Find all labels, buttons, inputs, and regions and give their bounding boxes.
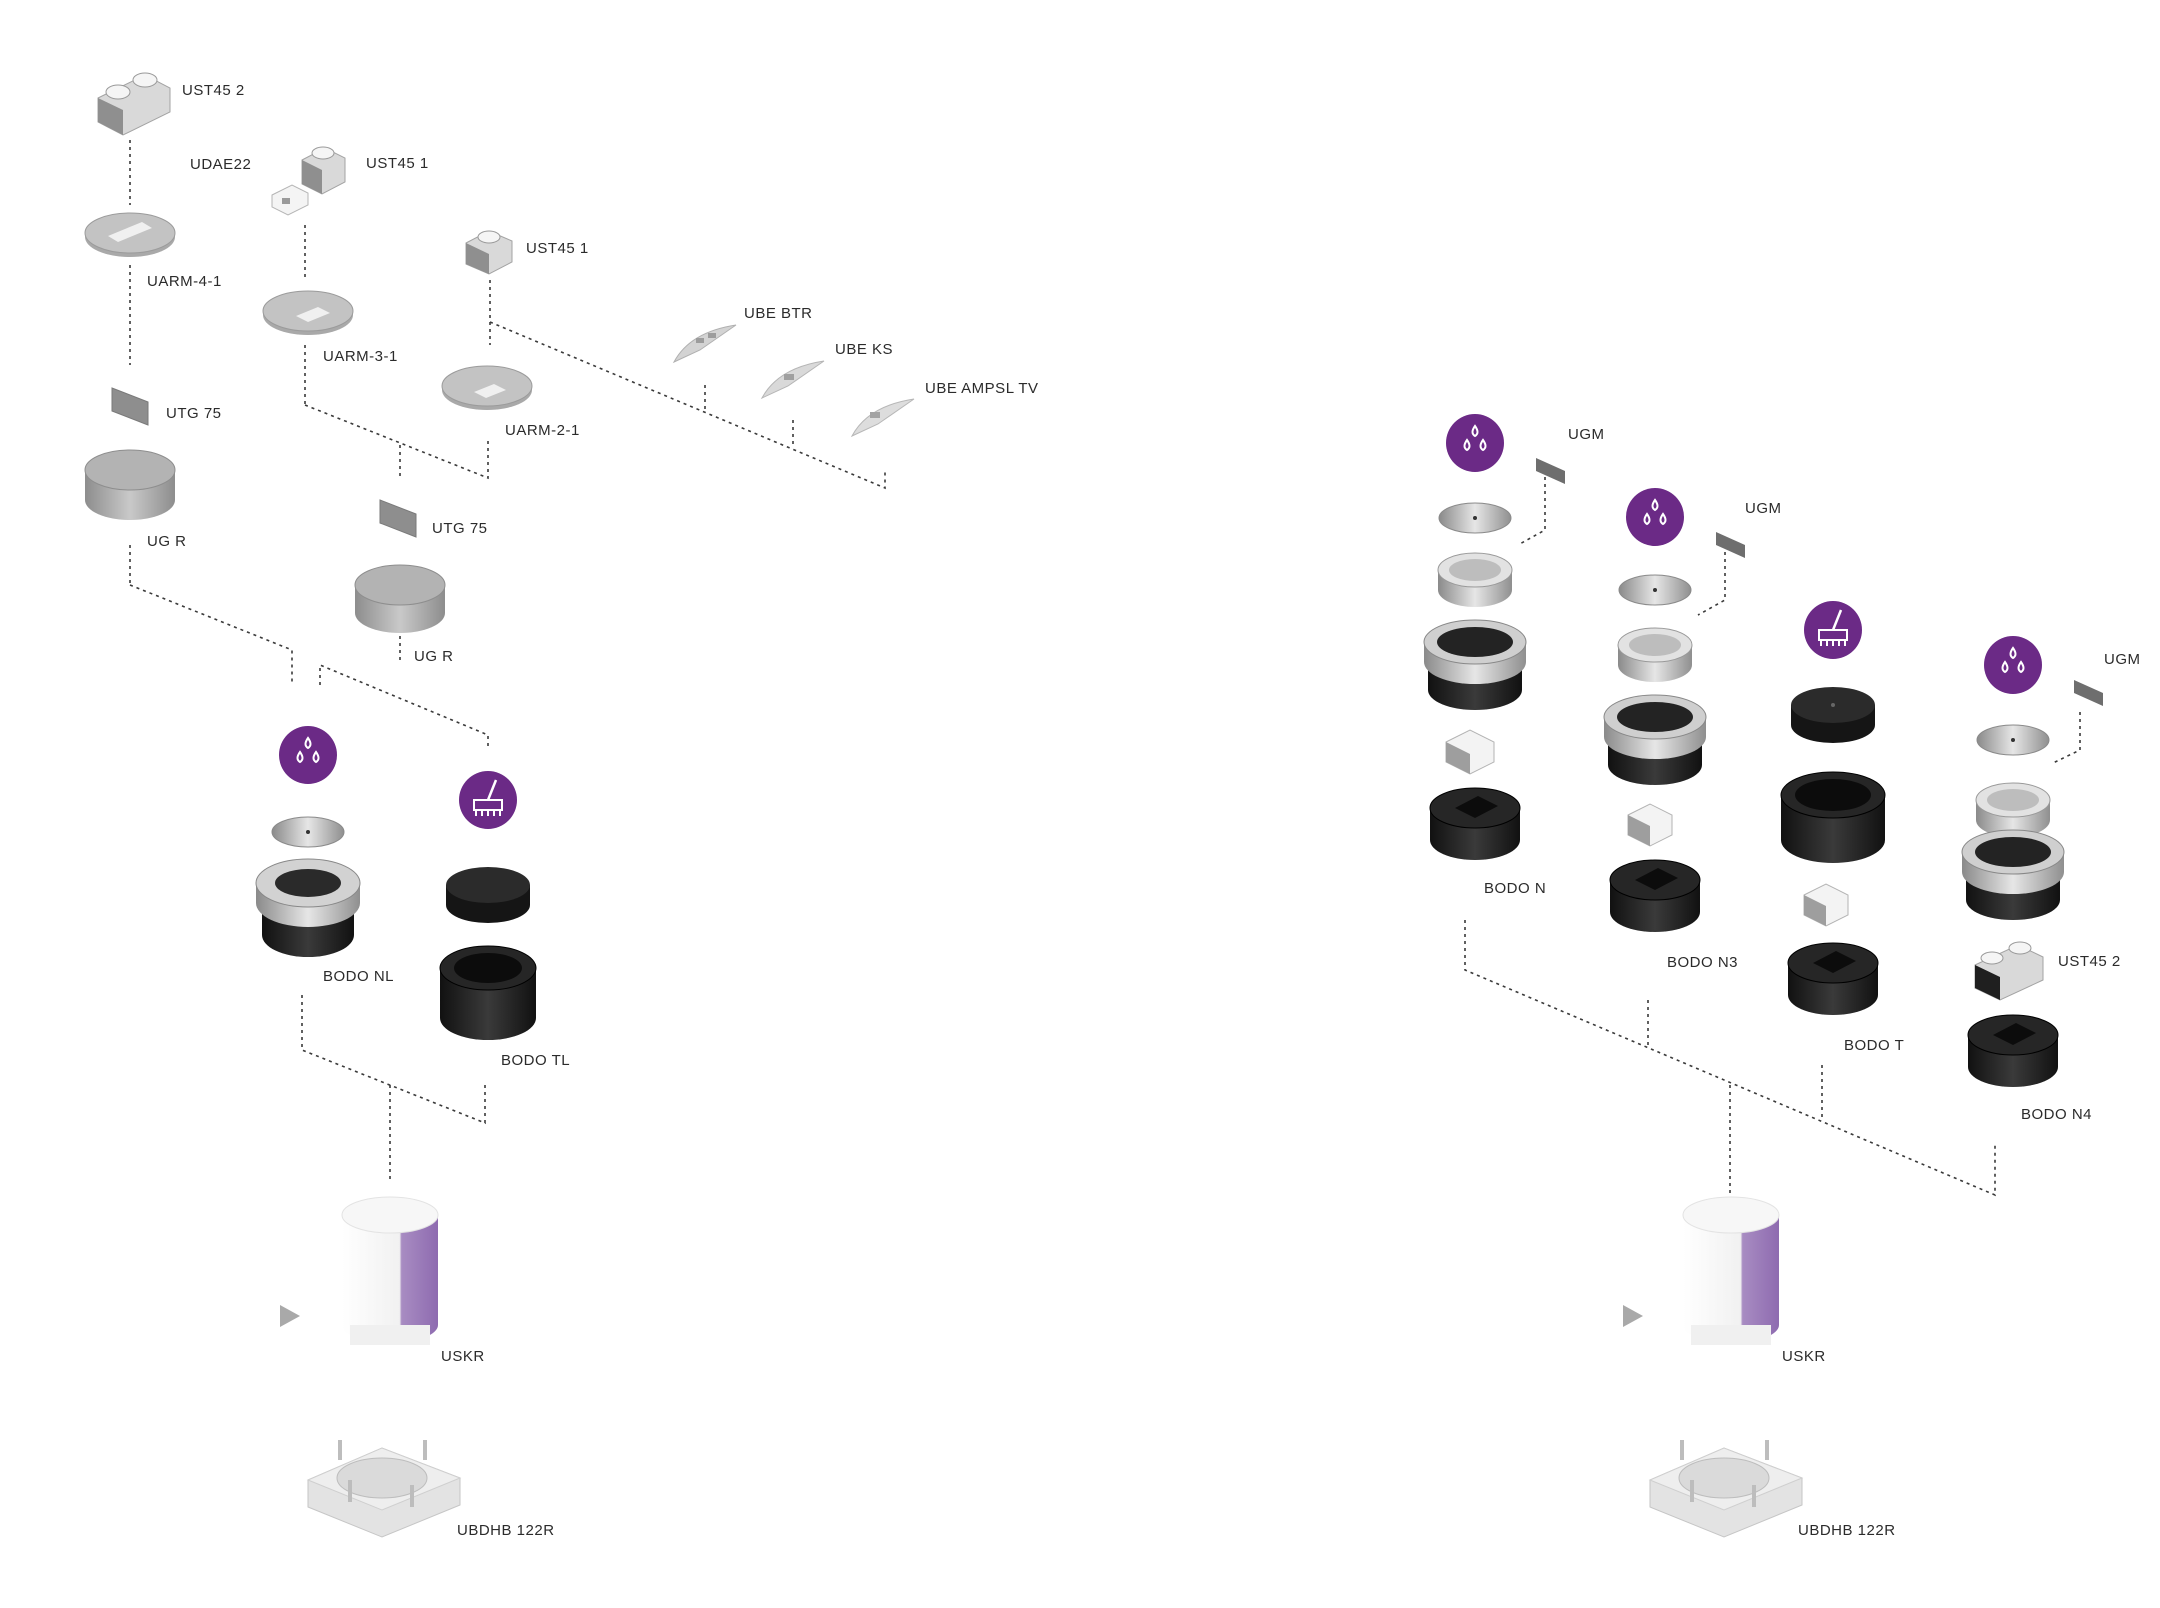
ust45-2-module-right [1974,941,2044,1001]
bodo-n3-module [1627,803,1673,847]
label-ubdhb-right: UBDHB 122R [1798,1522,1896,1539]
uskr-can-left [341,1196,439,1345]
bodo-n3-body [1609,859,1701,932]
play-triangle-icon [1623,1305,1643,1327]
bodo-tl-body [439,945,537,1040]
ubdhb-box-right [1648,1440,1804,1538]
ube-ks-cover [760,360,825,400]
bodo-n3-ring [1617,627,1693,682]
label-ust45-1-b: UST45 1 [526,240,589,257]
bodo-n3-frame [1603,694,1707,785]
uarm-4-1-plate [84,212,176,257]
connectors-right [1464,470,2081,1197]
ug-r-box-a [84,449,176,520]
label-uarm-2-1: UARM-2-1 [505,422,580,439]
label-bodo-tl: BODO TL [501,1052,571,1069]
ugm-seal-a [1536,458,1565,484]
label-ugm-b: UGM [1745,500,1782,517]
broom-icon [1804,601,1862,659]
label-uarm-4-1: UARM-4-1 [147,273,222,290]
label-ug-r-a: UG R [147,533,187,550]
bodo-n-frame [1423,619,1527,710]
bodo-n3-lid [1618,574,1692,606]
uarm-3-1-plate [262,290,354,335]
bodo-t-frame [1780,771,1886,863]
ube-btr-cover [672,324,737,364]
bodo-nl-lid [271,816,345,848]
label-udae22: UDAE22 [190,156,252,173]
label-ug-r-b: UG R [414,648,454,665]
label-bodo-nl: BODO NL [323,968,395,985]
label-ube-ampsl-tv: UBE AMPSL TV [925,380,1039,397]
label-bodo-t: BODO T [1844,1037,1905,1054]
water-drops-icon [1446,414,1504,472]
bodo-t-lid [1791,687,1875,743]
label-uskr-right: USKR [1782,1348,1826,1365]
bodo-n-lid [1438,502,1512,534]
bodo-n-body [1429,787,1521,860]
broom-icon [459,771,517,829]
uskr-can-right [1682,1196,1780,1345]
bodo-t-module [1803,883,1849,927]
label-ube-btr: UBE BTR [744,305,813,322]
bodo-n-module [1445,729,1495,775]
water-drops-icon [279,726,337,784]
uarm-2-1-plate [441,365,533,410]
ugm-seal-c [2074,680,2103,706]
bodo-n4-frame [1961,829,2065,920]
label-ugm-a: UGM [1568,426,1605,443]
play-triangle-icon [280,1305,300,1327]
label-bodo-n3: BODO N3 [1667,954,1739,971]
label-ust45-1-a: UST45 1 [366,155,429,172]
label-ust45-2-top: UST45 2 [182,82,245,99]
bodo-n-ring [1437,552,1513,607]
label-utg75-b: UTG 75 [432,520,488,537]
bodo-n4-body [1967,1014,2059,1087]
bodo-n4-lid [1976,724,2050,756]
udae22-part [271,184,309,216]
ust45-1-module-a [301,146,346,195]
bodo-n4-ring [1975,782,2051,837]
label-ust45-2-right: UST45 2 [2058,953,2121,970]
ubdhb-box-left [306,1440,462,1538]
water-drops-icon [1984,636,2042,694]
label-uskr-left: USKR [441,1348,485,1365]
label-ube-ks: UBE KS [835,341,894,358]
label-uarm-3-1: UARM-3-1 [323,348,398,365]
ust45-1-module-b [465,230,513,275]
bodo-nl-body [255,858,361,957]
label-bodo-n4: BODO N4 [2021,1106,2093,1123]
water-drops-icon [1626,488,1684,546]
label-ugm-c: UGM [2104,651,2141,668]
ug-r-box-b [354,564,446,633]
utg75-plate-a [111,387,149,426]
label-ubdhb-left: UBDHB 122R [457,1522,555,1539]
label-bodo-n: BODO N [1484,880,1547,897]
bodo-tl-lid [446,867,530,923]
ust45-2-module-top [97,72,171,136]
bodo-t-body [1787,942,1879,1015]
ube-ampsl-tv-cover [850,398,915,438]
ugm-seal-b [1716,532,1745,558]
utg75-plate-b [379,499,417,538]
label-utg75-a: UTG 75 [166,405,222,422]
